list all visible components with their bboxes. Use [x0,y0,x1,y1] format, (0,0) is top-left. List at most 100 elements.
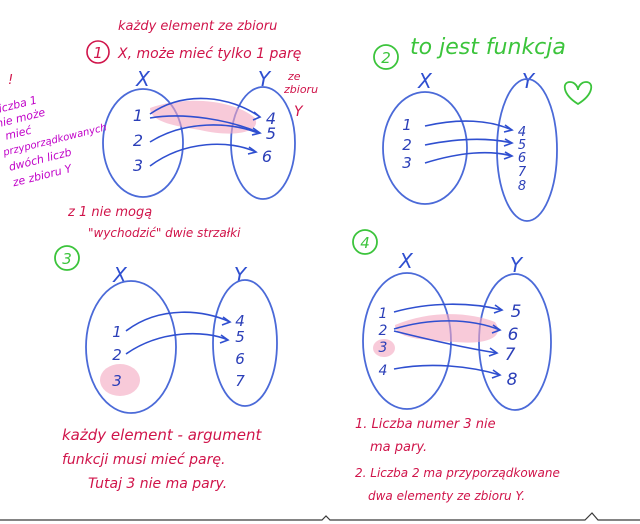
diagram-4-y-element-4: 8 [507,370,518,390]
diagram-1-set-x-oval [102,88,184,198]
diagram-1-x-element-1: 1 [133,106,143,125]
diagram-1-set-y-oval [230,86,296,200]
diagram-1-arrowhead [252,111,262,121]
diagram-2-y-element-1: 4 [518,125,526,140]
diagram-1-arrowhead [247,146,258,155]
diagram-3-x-element-3: 3 [112,372,122,390]
diagram-4-x-element-2: 2 [379,323,388,339]
diagram-3-arrow-1-to-4 [125,311,231,332]
diagram-3: 3 X Y 1 2 3 4 5 6 7 każdy element - argu… [54,245,278,492]
diagram-4-note-1-line-2: ma pary. [370,440,427,455]
diagram-4-arrow-4-to-8 [393,364,501,376]
diagram-1-side-line-1: ze [287,70,301,83]
diagram-1-heading-line-1: każdy element ze zbioru [118,19,277,34]
diagram-4: 4 X Y 1 2 3 4 5 6 7 8 1. Liczba numer 3 … [352,229,560,503]
diagram-1-arrow-1-to-4 [149,97,261,118]
diagram-3-caption-line-1: każdy element - argument [62,426,262,444]
diagram-2-y-element-4: 7 [518,165,527,180]
warning-mark-icon: ! [8,73,13,88]
diagram-3-number-circle [54,245,80,271]
diagram-1-arrow-3-to-6 [149,143,257,167]
diagram-1-side-line-2: zbioru [283,83,318,96]
diagram-2-heading: to jest funkcja [410,35,566,60]
diagram-3-arrowhead [219,334,230,344]
diagram-4-arrow-2-to-6 [393,320,501,331]
diagram-2-number: 2 [381,49,391,67]
diagram-1-label-x: X [135,67,151,91]
diagram-4-highlight-3 [373,339,395,357]
diagram-1-side-line-3: Y [294,104,304,120]
diagram-2-arrowhead [503,151,514,160]
diagram-2-set-x-oval [382,91,468,205]
diagram-2: 2 to jest funkcja X Y 1 2 3 4 5 6 7 8 [373,35,593,222]
diagram-4-set-y-oval [478,273,552,411]
diagram-4-label-y: Y [510,253,524,277]
diagram-4-label-x: X [398,249,414,273]
diagram-4-x-element-4: 4 [379,363,388,379]
diagram-2-y-element-2: 5 [518,138,526,153]
diagram-4-note-1-line-1: 1. Liczba numer 3 nie [355,417,496,432]
diagram-2-arrowhead [503,138,514,147]
diagram-3-x-element-1: 1 [112,323,122,341]
diagram-1-heading-line-2: X, może mieć tylko 1 parę [117,46,301,62]
diagram-4-note-2-line-1: 2. Liczba 2 ma przyporządkowane [355,466,560,480]
diagram-4-arrow-1-to-5 [393,303,503,313]
diagram-4-highlight [395,314,499,343]
diagram-1-number: 1 [93,44,103,62]
diagram-4-y-element-3: 7 [505,345,516,365]
diagram-2-set-y-oval [496,78,558,222]
diagram-3-y-element-4: 7 [235,372,245,390]
diagram-1-arrow-2-to-5 [149,124,259,143]
diagram-2-x-element-1: 1 [402,116,412,134]
heart-icon [563,81,593,106]
diagram-1-y-element-2: 5 [266,124,276,143]
side-note: ! Liczba 1 nie może mieć przyporządkowan… [0,73,108,190]
diagram-3-arrowhead [221,316,232,326]
diagram-1: 1 każdy element ze zbioru X, może mieć t… [67,19,318,240]
diagram-4-arrowhead [491,369,502,379]
diagram-3-highlight [100,364,140,396]
diagram-2-label-x: X [417,69,433,93]
diagram-4-arrowhead [488,347,499,357]
diagram-1-y-element-3: 6 [262,147,272,166]
diagram-1-x-element-2: 2 [133,131,143,150]
diagram-4-y-element-1: 5 [511,302,522,322]
diagram-4-x-element-3: 3 [379,340,388,356]
diagram-4-number-circle [352,229,378,255]
diagram-2-number-circle [373,44,399,70]
diagram-2-x-element-2: 2 [402,136,412,154]
diagram-4-arrowhead [493,304,504,314]
page-edge [0,512,640,521]
diagram-4-note-2-line-2: dwa elementy ze zbioru Y. [368,489,525,503]
side-note-line-3: mieć [4,123,34,142]
diagram-3-set-x-oval [85,280,177,414]
diagram-1-arrowhead [251,127,262,136]
diagram-3-number: 3 [62,250,72,268]
diagram-3-y-element-3: 6 [235,350,245,368]
diagram-1-label-y: Y [258,67,272,91]
diagram-4-arrowhead [491,324,502,334]
diagram-4-y-element-2: 6 [508,325,519,345]
diagram-1-caption-line-1: z 1 nie mogą [67,205,152,220]
diagram-1-arrow-1-to-5 [149,115,261,134]
diagram-3-set-y-oval [212,279,278,407]
diagram-2-arrow-2-to-5 [424,138,513,146]
diagram-2-y-element-5: 8 [518,179,526,194]
diagram-2-x-element-3: 3 [402,154,412,172]
diagram-2-y-element-3: 6 [518,151,526,166]
diagram-3-y-element-1: 4 [235,312,245,330]
diagram-2-arrow-3-to-6 [424,151,513,164]
diagram-2-arrowhead [503,124,514,133]
diagram-3-arrow-2-to-5 [125,332,229,355]
diagram-4-arrow-2-to-7 [393,330,498,354]
diagram-2-arrow-1-to-4 [424,120,513,131]
diagram-1-number-circle [86,40,110,64]
diagram-3-caption-line-3: Tutaj 3 nie ma pary. [88,476,227,492]
diagram-3-y-element-2: 5 [235,328,245,346]
diagram-3-x-element-2: 2 [112,346,122,364]
diagram-1-y-element-1: 4 [266,109,276,128]
diagram-4-number: 4 [360,234,370,252]
diagram-3-caption-line-2: funkcji musi mieć parę. [62,452,225,468]
